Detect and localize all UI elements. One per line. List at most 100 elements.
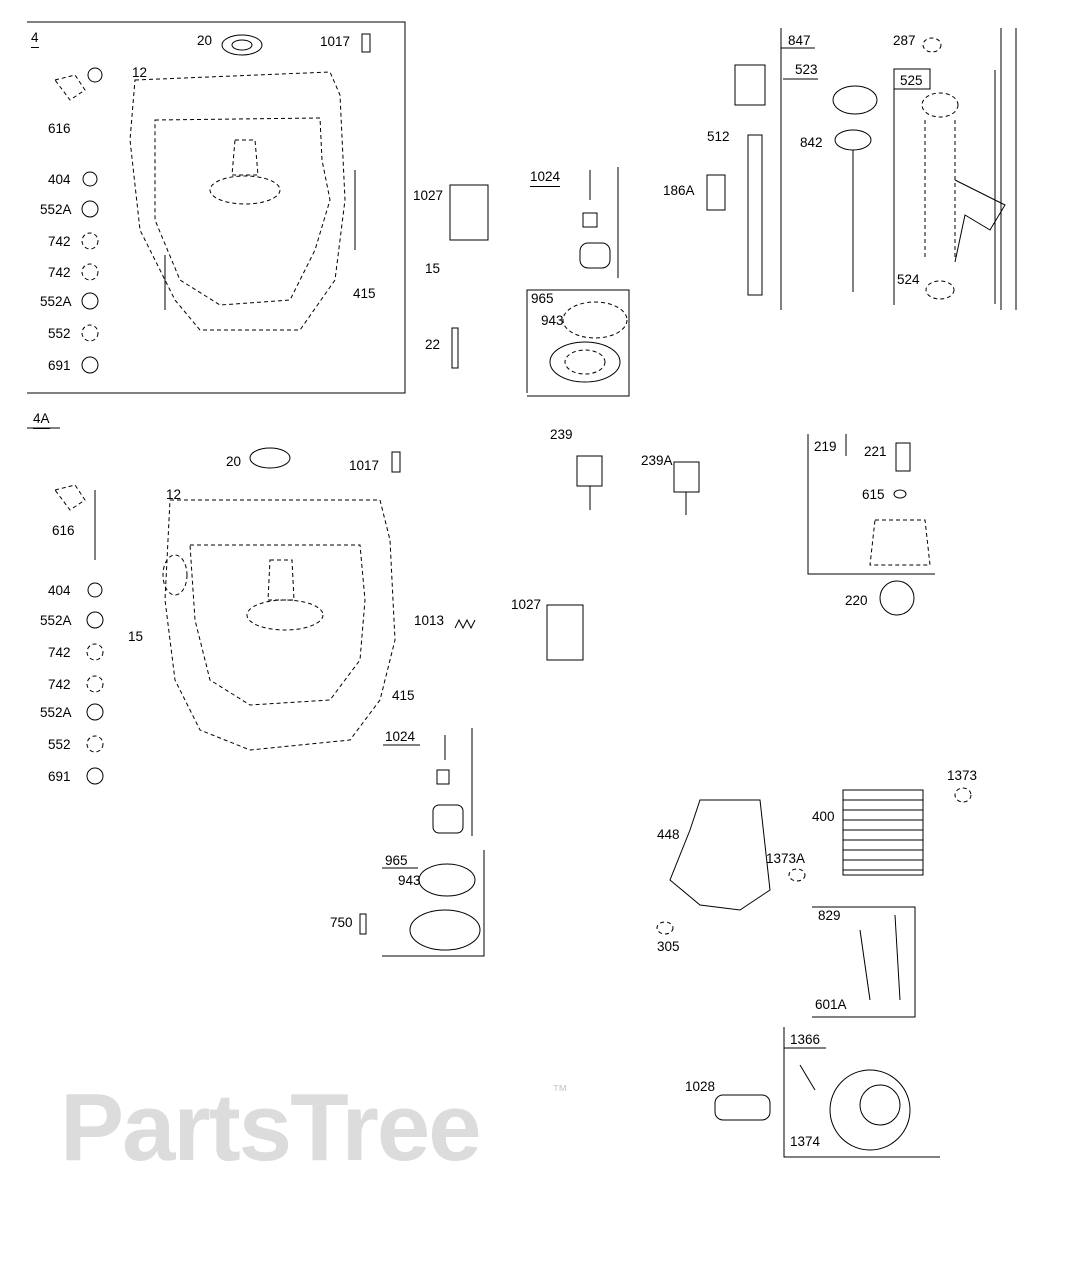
part-number-label[interactable]: 742: [48, 234, 71, 249]
group-label[interactable]: 4: [31, 31, 39, 48]
screw-1373: [954, 787, 972, 803]
part-number-label[interactable]: 742: [48, 265, 71, 280]
gasket-943: [549, 301, 628, 383]
part-number-label[interactable]: 1017: [320, 34, 351, 49]
part-number-label[interactable]: 12: [132, 65, 148, 80]
part-number-label[interactable]: 20: [197, 33, 213, 48]
part-number-label[interactable]: 1028: [685, 1079, 716, 1094]
part-number-label[interactable]: 552A: [40, 202, 72, 217]
crankcase-cover-illustration: [129, 71, 356, 331]
pump-1366: [799, 1064, 911, 1151]
oil-cooler-400: [842, 789, 924, 876]
part-number-label[interactable]: 415: [392, 688, 415, 703]
part-number-label[interactable]: 523: [795, 62, 818, 77]
part-number-label[interactable]: 691: [48, 769, 71, 784]
part-number-label[interactable]: 219: [814, 439, 837, 454]
part-number-label[interactable]: 1373A: [766, 851, 806, 866]
part-number-label[interactable]: 829: [818, 908, 841, 923]
group-frame-1024-b: [383, 728, 473, 836]
part-number-label[interactable]: 524: [897, 272, 920, 287]
part-number-label[interactable]: 552A: [40, 294, 72, 309]
governor-616-b: [54, 484, 96, 560]
clip-1017-b: [391, 451, 401, 473]
part-number-label[interactable]: 691: [48, 358, 71, 373]
part-number-label[interactable]: 616: [52, 523, 75, 538]
group-frame-829: [812, 906, 916, 1018]
part-number-label[interactable]: 448: [657, 827, 680, 842]
part-number-label[interactable]: 221: [864, 444, 887, 459]
part-number-label[interactable]: 404: [48, 583, 71, 598]
group-frame-4: [27, 21, 406, 394]
part-number-label[interactable]: 742: [48, 645, 71, 660]
dipstick-842: [832, 85, 878, 292]
part-number-label[interactable]: 239A: [641, 453, 673, 468]
washers-col-1: [81, 171, 99, 374]
part-number-label[interactable]: 400: [812, 809, 835, 824]
part-number-label[interactable]: 512: [707, 129, 730, 144]
governor-616: [54, 67, 103, 101]
part-number-label[interactable]: 1024: [385, 729, 416, 744]
adapter-1024-b: [432, 735, 464, 834]
part-number-label[interactable]: 1366: [790, 1032, 821, 1047]
part-number-label[interactable]: 842: [800, 135, 823, 150]
screw-305: [656, 921, 674, 935]
oil-filter-1027-b: [546, 604, 584, 661]
group-frame-525: [893, 28, 1017, 310]
part-number-label[interactable]: 1027: [511, 597, 542, 612]
oil-seal-20-b: [249, 447, 291, 469]
part-number-label[interactable]: 601A: [815, 997, 847, 1012]
part-number-label[interactable]: 552: [48, 737, 71, 752]
sensor-239A: [673, 461, 700, 515]
group-frame-1366: [783, 1027, 940, 1158]
part-number-label[interactable]: 20: [226, 454, 242, 469]
part-number-label[interactable]: 943: [398, 873, 421, 888]
oil-filter-adapter-1024: [579, 170, 611, 269]
group-label[interactable]: 4A: [33, 412, 50, 429]
part-number-label[interactable]: 1374: [790, 1134, 821, 1149]
oil-seal-20: [221, 34, 263, 56]
part-number-label[interactable]: 22: [425, 337, 441, 352]
part-number-label[interactable]: 15: [128, 629, 144, 644]
gasket-943-b: [409, 863, 481, 951]
washers-col-2: [86, 582, 104, 785]
part-number-label[interactable]: 742: [48, 677, 71, 692]
fitting-1028: [714, 1094, 771, 1121]
part-number-label[interactable]: 552A: [40, 613, 72, 628]
part-number-label[interactable]: 552: [48, 326, 71, 341]
screw-22: [451, 327, 459, 369]
part-number-label[interactable]: 525: [900, 73, 923, 88]
part-number-label[interactable]: 552A: [40, 705, 72, 720]
part-number-label[interactable]: 15: [425, 261, 441, 276]
part-number-label[interactable]: 615: [862, 487, 885, 502]
part-number-label[interactable]: 1013: [414, 613, 445, 628]
part-number-label[interactable]: 965: [531, 291, 554, 306]
part-number-label[interactable]: 616: [48, 121, 71, 136]
part-number-label[interactable]: 750: [330, 915, 353, 930]
part-number-label[interactable]: 305: [657, 939, 680, 954]
part-number-label[interactable]: 1373: [947, 768, 978, 783]
watermark: PartsTree: [60, 1074, 482, 1181]
group-frame-847: [780, 28, 815, 310]
part-number-label[interactable]: 847: [788, 33, 811, 48]
part-number-label[interactable]: 965: [385, 853, 408, 868]
dipstick-tube-525: [921, 92, 1006, 300]
group-label[interactable]: 1024: [530, 170, 561, 187]
bracket-448: [669, 799, 771, 911]
part-number-label[interactable]: 287: [893, 33, 916, 48]
part-number-label[interactable]: 239: [550, 427, 573, 442]
part-number-label[interactable]: 186A: [663, 183, 695, 198]
group-frame-219: [807, 434, 935, 575]
part-number-label[interactable]: 415: [353, 286, 376, 301]
part-number-label[interactable]: 404: [48, 172, 71, 187]
part-number-label[interactable]: 220: [845, 593, 868, 608]
oil-filter-1027: [449, 184, 489, 241]
fitting-186A: [706, 174, 726, 211]
hoses-829: [859, 914, 901, 1001]
part-number-label[interactable]: 1027: [413, 188, 444, 203]
part-number-label[interactable]: 943: [541, 313, 564, 328]
clip-1017: [361, 33, 371, 53]
part-number-label[interactable]: 1017: [349, 458, 380, 473]
part-number-label[interactable]: 12: [166, 487, 182, 502]
